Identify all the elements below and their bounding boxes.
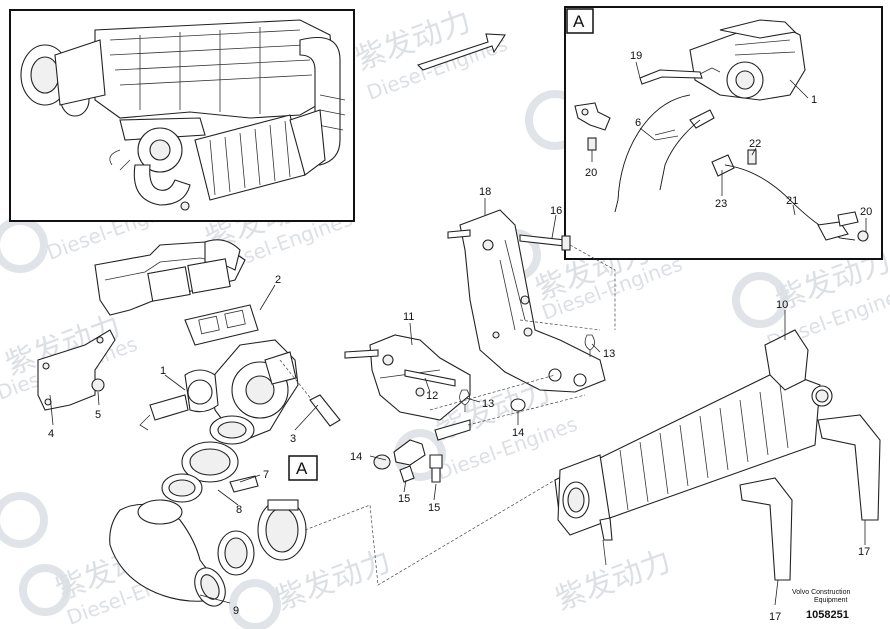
watermark-text-cn: 紫发动力 — [551, 544, 676, 618]
callout-2: 2 — [275, 274, 281, 286]
support-bracket-part — [344, 334, 471, 421]
callout-12: 12 — [426, 390, 438, 402]
callout-7: 7 — [263, 469, 269, 481]
gasket-part — [184, 304, 259, 346]
callout-21: 21 — [786, 195, 798, 207]
detail-a-inset: A — [564, 6, 883, 260]
callout-13-lower: 13 — [482, 398, 494, 410]
drawing-footer: Volvo Construction Equipment 1058251 — [792, 589, 850, 621]
callout-1-main: 1 — [160, 365, 166, 377]
main-exploded-view: A 1 2 3 4 5 7 8 9 10 11 12 13 13 14 14 1… — [37, 186, 881, 623]
bolt-part — [91, 378, 105, 392]
callout-a-box — [288, 455, 318, 481]
egr-cooler-part — [554, 329, 833, 566]
callout-19: 19 — [630, 50, 642, 62]
callout-10: 10 — [776, 299, 788, 311]
callout-a-letter: A — [296, 459, 308, 478]
callout-14-left: 14 — [350, 451, 362, 463]
bolt-part — [399, 454, 443, 483]
turbocharger-part — [139, 339, 299, 439]
callout-16: 16 — [550, 205, 562, 217]
callout-18: 18 — [479, 186, 491, 198]
callout-8: 8 — [236, 504, 242, 516]
callout-9: 9 — [233, 605, 239, 617]
clamp-ring-part — [209, 415, 255, 445]
detail-a-letter: A — [573, 12, 585, 31]
flange-gasket-part — [217, 530, 255, 576]
bushing-part — [373, 398, 526, 470]
sensor-pin-part — [279, 359, 341, 427]
mounting-bracket-part — [459, 209, 606, 393]
engine-overview-drawing — [20, 19, 346, 211]
overview-inset — [9, 9, 355, 222]
callout-17-right: 17 — [858, 546, 870, 558]
callout-15-b: 15 — [428, 502, 440, 514]
bolt-part — [519, 234, 571, 251]
callout-11: 11 — [403, 311, 414, 323]
callout-14-right: 14 — [512, 427, 524, 439]
v-band-clamp-part — [257, 499, 307, 561]
exhaust-manifold-part — [94, 239, 246, 316]
callout-4: 4 — [48, 428, 54, 440]
callout-20-b: 20 — [860, 206, 872, 218]
callout-13-upper: 13 — [603, 348, 615, 360]
callout-3: 3 — [290, 433, 296, 445]
callout-1-detail: 1 — [811, 94, 817, 106]
callout-5: 5 — [95, 409, 101, 421]
callout-15-a: 15 — [398, 493, 410, 505]
view-direction-arrow-icon — [416, 33, 506, 71]
exhaust-elbow-part — [109, 499, 226, 607]
callout-17-bottom: 17 — [769, 611, 781, 623]
callout-20-a: 20 — [585, 167, 597, 179]
company-name: Volvo Construction — [792, 589, 850, 596]
detail-a-drawing — [574, 19, 869, 242]
drawing-number: 1058251 — [806, 609, 849, 621]
company-name-line2: Equipment — [814, 597, 848, 604]
callout-22: 22 — [749, 138, 761, 150]
seal-ring-part — [161, 441, 259, 503]
cooler-strap-part — [739, 414, 881, 581]
callout-6: 6 — [635, 117, 641, 129]
spring-clip-part — [459, 334, 595, 412]
callout-23: 23 — [715, 198, 727, 210]
